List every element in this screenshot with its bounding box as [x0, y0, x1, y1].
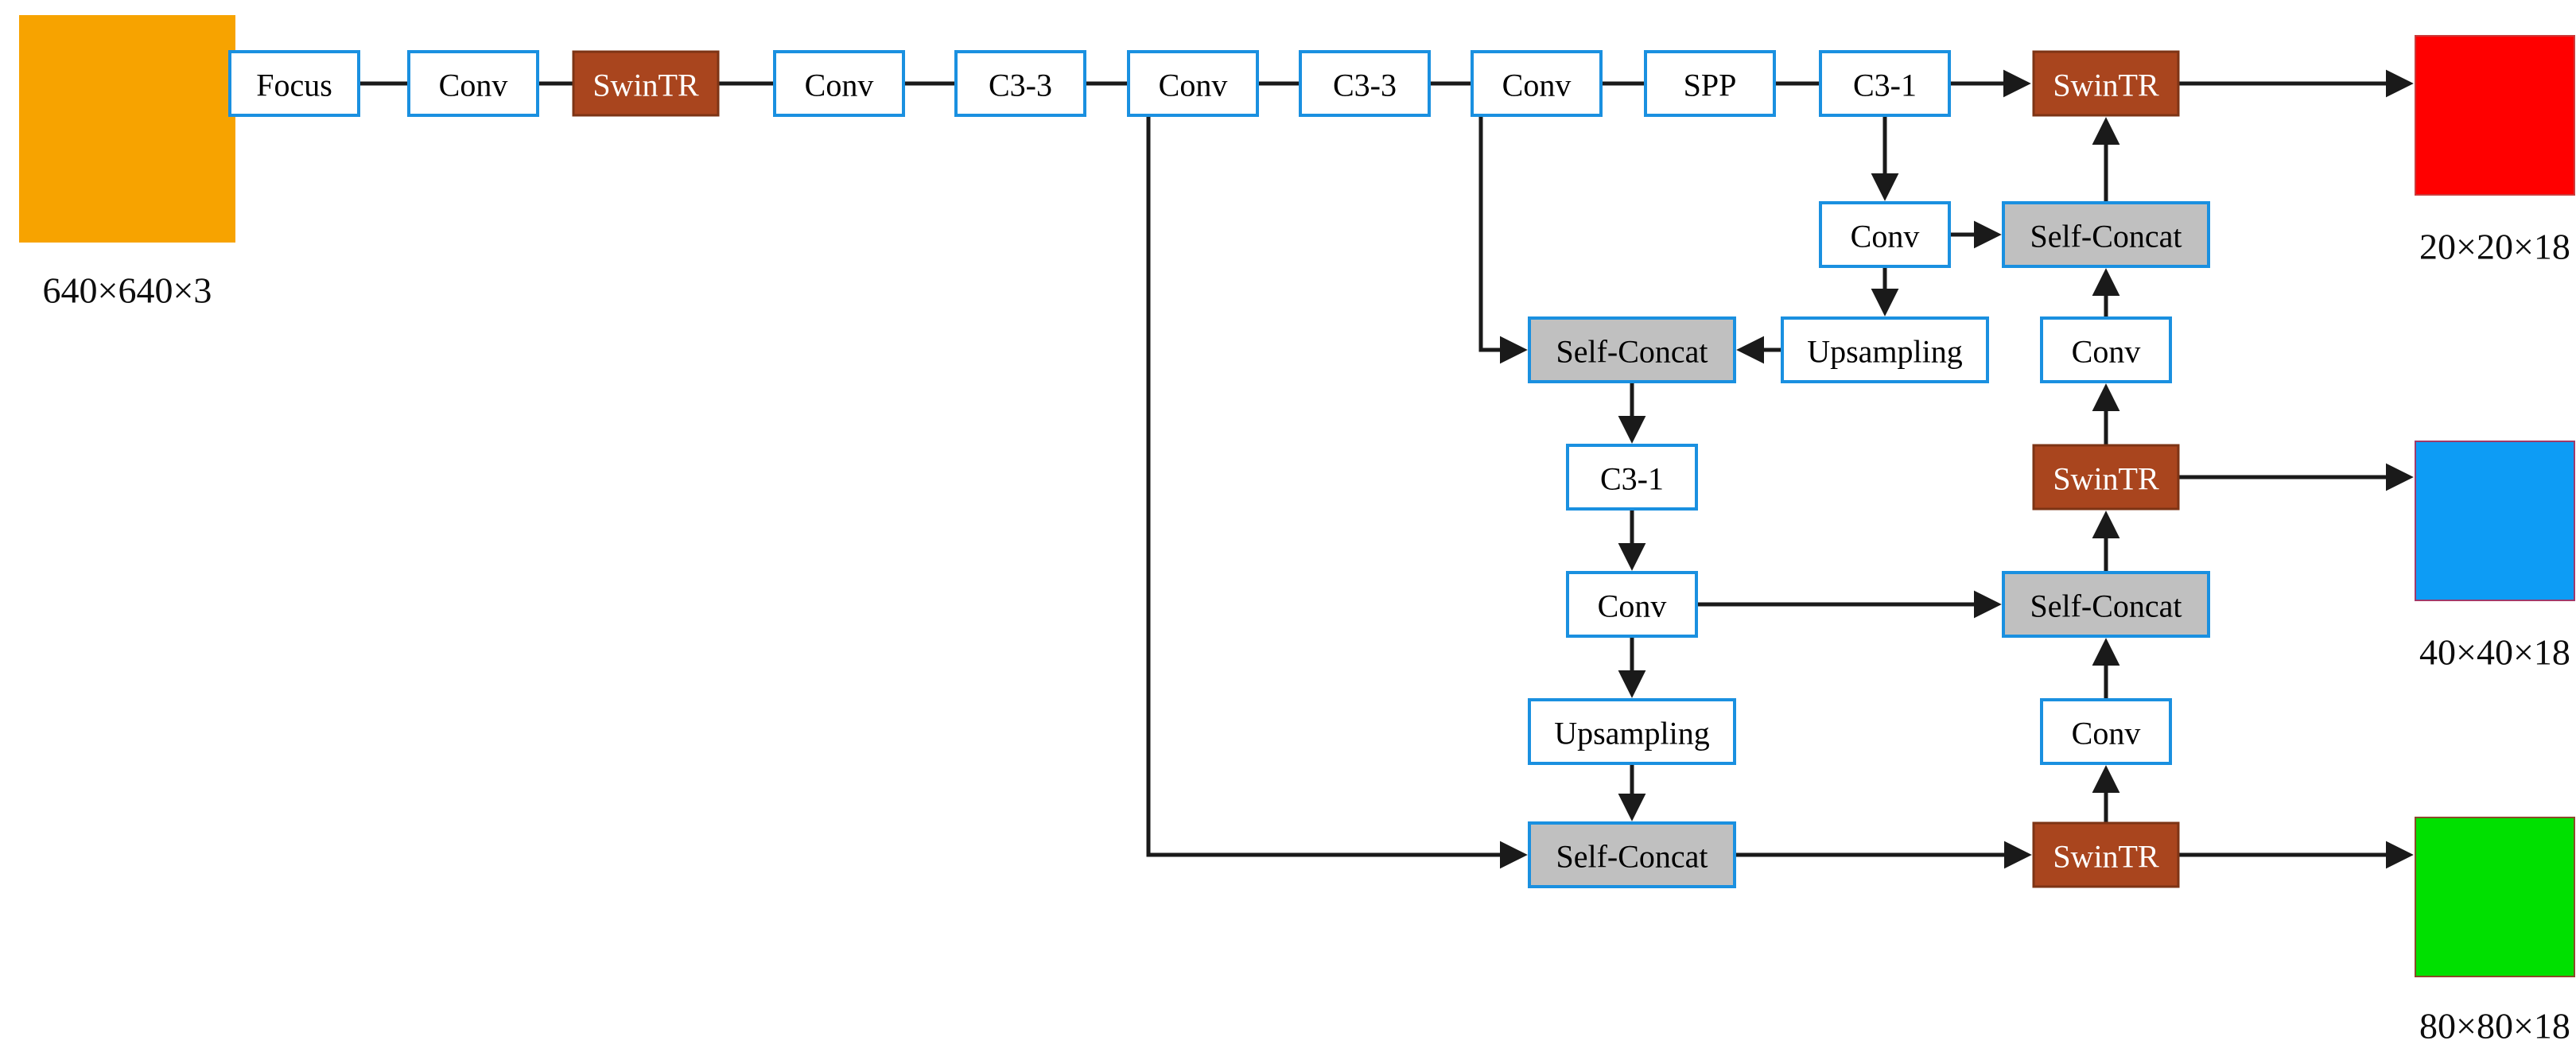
edge-layer	[235, 69, 2414, 869]
node-c3-3-a-label: C3-3	[989, 68, 1052, 103]
node-swintr-bottom-label: SwinTR	[2053, 839, 2159, 875]
node-self-concat-bottom-label: Self-Concat	[1556, 839, 1708, 875]
edge-c33b-skip-to-scmidl	[1478, 83, 1528, 364]
node-upsampling-2-label: Upsampling	[1554, 716, 1710, 751]
node-spp[interactable]: SPP	[1644, 50, 1776, 117]
node-conv-1[interactable]: Conv	[407, 50, 539, 117]
input-tensor-block	[19, 15, 235, 243]
output-tensor-block-80	[2415, 817, 2575, 977]
node-self-concat-top-label: Self-Concat	[2030, 219, 2182, 254]
node-conv-5[interactable]: Conv	[1819, 201, 1951, 268]
node-swintr-mid-label: SwinTR	[2053, 461, 2159, 497]
node-conv-5-label: Conv	[1851, 219, 1920, 254]
output-tensor-block-20	[2415, 35, 2575, 196]
output-tensor-label-20: 20×20×18	[2419, 227, 2570, 267]
node-self-concat-mid-right-label: Self-Concat	[2030, 588, 2182, 624]
node-layer: Focus Conv SwinTR Conv C3-3 Conv C3-3 C	[228, 50, 2210, 888]
node-c3-1-b-label: C3-1	[1600, 461, 1664, 497]
node-c3-3-b[interactable]: C3-3	[1299, 50, 1431, 117]
node-c3-3-a[interactable]: C3-3	[954, 50, 1086, 117]
node-self-concat-mid-left[interactable]: Self-Concat	[1528, 316, 1736, 383]
node-conv-2-label: Conv	[805, 68, 874, 103]
output-tensor-label-80: 80×80×18	[2419, 1006, 2570, 1046]
node-conv-8[interactable]: Conv	[2040, 698, 2172, 765]
node-conv-6-label: Conv	[2072, 334, 2141, 370]
node-self-concat-mid-left-label: Self-Concat	[1556, 334, 1708, 370]
node-conv-8-label: Conv	[2072, 716, 2141, 751]
node-conv-4[interactable]: Conv	[1471, 50, 1603, 117]
node-swintr-mid[interactable]: SwinTR	[2032, 444, 2180, 511]
node-focus-label: Focus	[256, 68, 332, 103]
node-focus[interactable]: Focus	[228, 50, 360, 117]
node-self-concat-bottom[interactable]: Self-Concat	[1528, 821, 1736, 888]
node-swintr-backbone-label: SwinTR	[593, 68, 699, 103]
node-swintr-top-label: SwinTR	[2053, 68, 2159, 103]
node-upsampling-1-label: Upsampling	[1807, 334, 1963, 370]
node-swintr-backbone[interactable]: SwinTR	[572, 50, 720, 117]
output-tensor-label-40: 40×40×18	[2419, 632, 2570, 673]
node-c3-1-a[interactable]: C3-1	[1819, 50, 1951, 117]
node-conv-4-label: Conv	[1502, 68, 1572, 103]
input-tensor-label: 640×640×3	[43, 270, 212, 311]
node-swintr-top[interactable]: SwinTR	[2032, 50, 2180, 117]
node-conv-1-label: Conv	[439, 68, 508, 103]
node-conv-3-label: Conv	[1159, 68, 1228, 103]
node-c3-1-b[interactable]: C3-1	[1566, 444, 1698, 511]
tensor-layer: 640×640×3 20×20×18 40×40×18 80×80×18	[19, 15, 2575, 1046]
node-c3-1-a-label: C3-1	[1853, 68, 1917, 103]
node-c3-3-b-label: C3-3	[1333, 68, 1397, 103]
node-conv-7[interactable]: Conv	[1566, 571, 1698, 638]
node-upsampling-1[interactable]: Upsampling	[1781, 316, 1989, 383]
output-tensor-block-40	[2415, 441, 2575, 601]
node-swintr-bottom[interactable]: SwinTR	[2032, 821, 2180, 888]
node-spp-label: SPP	[1684, 68, 1737, 103]
node-conv-7-label: Conv	[1598, 588, 1667, 624]
node-conv-2[interactable]: Conv	[773, 50, 905, 117]
node-self-concat-mid-right[interactable]: Self-Concat	[2002, 571, 2210, 638]
node-self-concat-top[interactable]: Self-Concat	[2002, 201, 2210, 268]
edge-c33a-skip-to-scbot	[1146, 83, 1528, 869]
node-conv-3[interactable]: Conv	[1127, 50, 1259, 117]
node-upsampling-2[interactable]: Upsampling	[1528, 698, 1736, 765]
node-conv-6[interactable]: Conv	[2040, 316, 2172, 383]
